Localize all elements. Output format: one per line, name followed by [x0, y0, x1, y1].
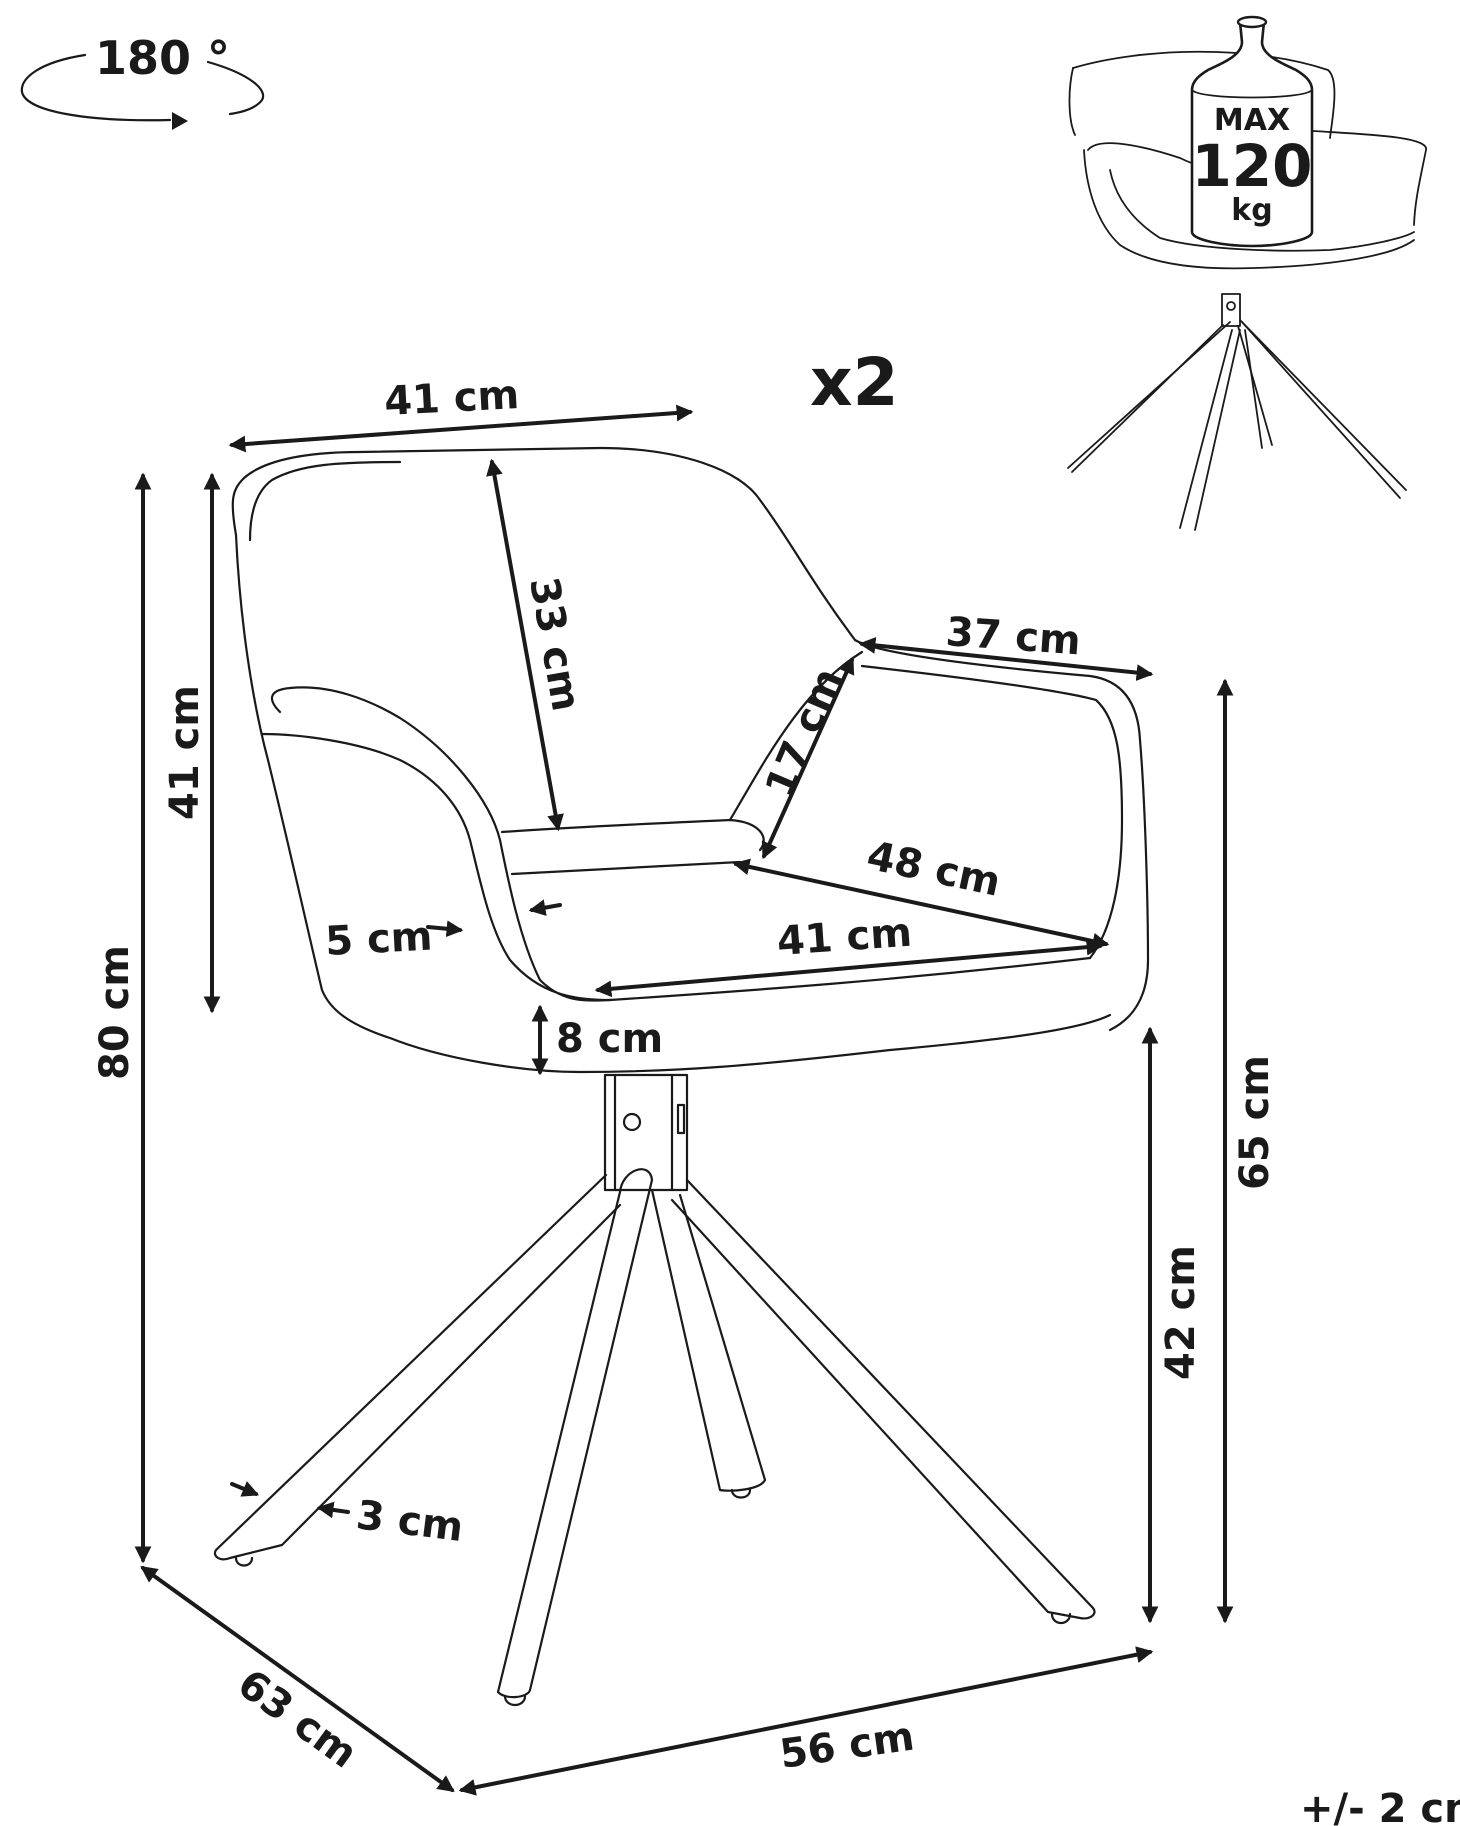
back-width-label: 41 cm — [383, 372, 520, 425]
rotation-label: 180 ° — [95, 31, 230, 85]
seat-height-label: 42 cm — [1158, 1245, 1204, 1380]
dim-back-width-arrow — [228, 404, 694, 453]
backrest-height-label: 33 cm — [520, 574, 589, 715]
seat-width-label: 41 cm — [775, 910, 913, 965]
back-height-label: 41 cm — [162, 685, 208, 820]
dim-backrest-height-arrow — [486, 458, 564, 832]
arm-height-label: 65 cm — [1232, 1055, 1278, 1190]
dim-seat-depth-arrow — [732, 858, 1110, 950]
weight-capacity-icon: MAX 120 kg — [1067, 15, 1427, 531]
weight-value-label: 120 — [1191, 132, 1312, 200]
weight-max-label: MAX — [1214, 103, 1290, 138]
quantity-label: x2 — [810, 344, 899, 421]
rotation-icon: 180 ° — [20, 31, 265, 130]
armrest-length-label: 37 cm — [944, 609, 1082, 664]
dim-width-arrow — [458, 1646, 1154, 1796]
dim-seat-width-arrow — [594, 938, 1104, 998]
dimension-lines — [134, 404, 1234, 1796]
total-height-label: 80 cm — [92, 945, 138, 1080]
armrest-height-label: 17 cm — [757, 662, 852, 804]
tolerance-label: +/- 2 cm — [1300, 1786, 1460, 1826]
seat-thickness-label: 8 cm — [556, 1016, 663, 1062]
weight-unit-label: kg — [1231, 193, 1272, 228]
dimension-labels: 41 cm 33 cm 37 cm 17 cm 48 cm 41 cm 41 c… — [92, 372, 1460, 1826]
arm-thickness-label: 5 cm — [324, 913, 433, 965]
leg-thickness-label: 3 cm — [354, 1492, 466, 1551]
dim-armrest-height-arrow — [761, 656, 855, 860]
dim-armrest-length-arrow — [858, 637, 1154, 681]
dim-depth-arrow — [140, 1566, 455, 1792]
